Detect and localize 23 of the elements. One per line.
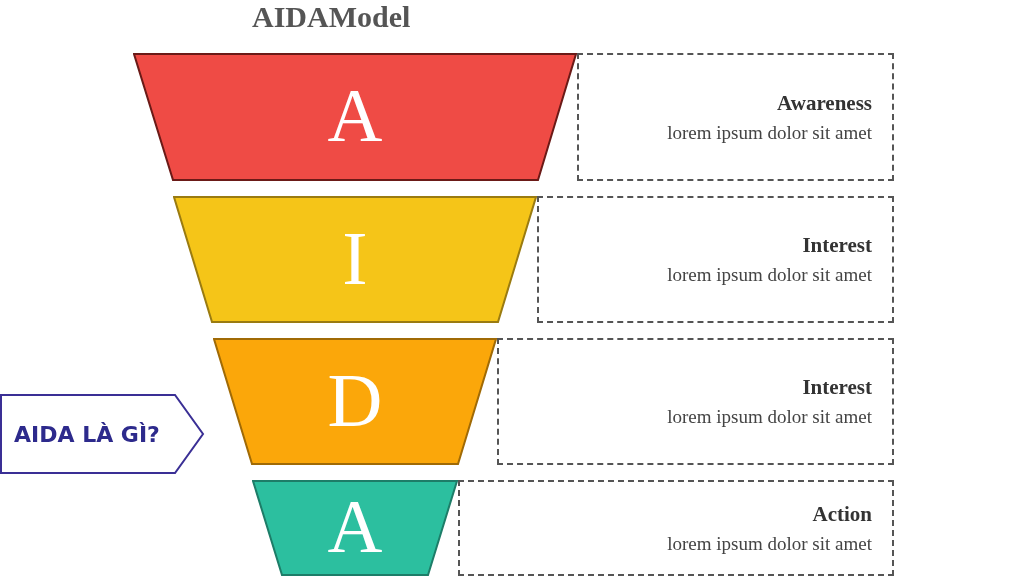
stage-description: lorem ipsum dolor sit amet	[667, 264, 872, 286]
diagram-title: AIDAModel	[252, 0, 411, 33]
funnel-segment	[173, 196, 537, 323]
segment-letter: A	[327, 77, 383, 154]
stage-description: lorem ipsum dolor sit amet	[667, 406, 872, 428]
stage-heading: Interest	[802, 233, 872, 258]
stage-box	[577, 53, 894, 181]
segment-letter: I	[342, 220, 368, 296]
stage-heading: Awareness	[777, 90, 872, 116]
stage-heading: Interest	[802, 375, 872, 400]
banner-arrow	[0, 394, 205, 474]
stage-box	[497, 338, 894, 465]
segment-letter: A	[327, 488, 383, 565]
funnel-segment	[213, 338, 497, 465]
stage-heading: Action	[812, 501, 872, 527]
stage-description: lorem ipsum dolor sit amet	[667, 532, 872, 555]
stage-box	[537, 196, 894, 323]
stage-description: lorem ipsum dolor sit amet	[667, 121, 872, 144]
segment-letter: D	[327, 362, 383, 438]
funnel-segment	[133, 53, 577, 181]
banner-text: AIDA LÀ GÌ?	[14, 422, 160, 447]
stage-box	[458, 480, 894, 576]
funnel-segment	[252, 480, 458, 576]
